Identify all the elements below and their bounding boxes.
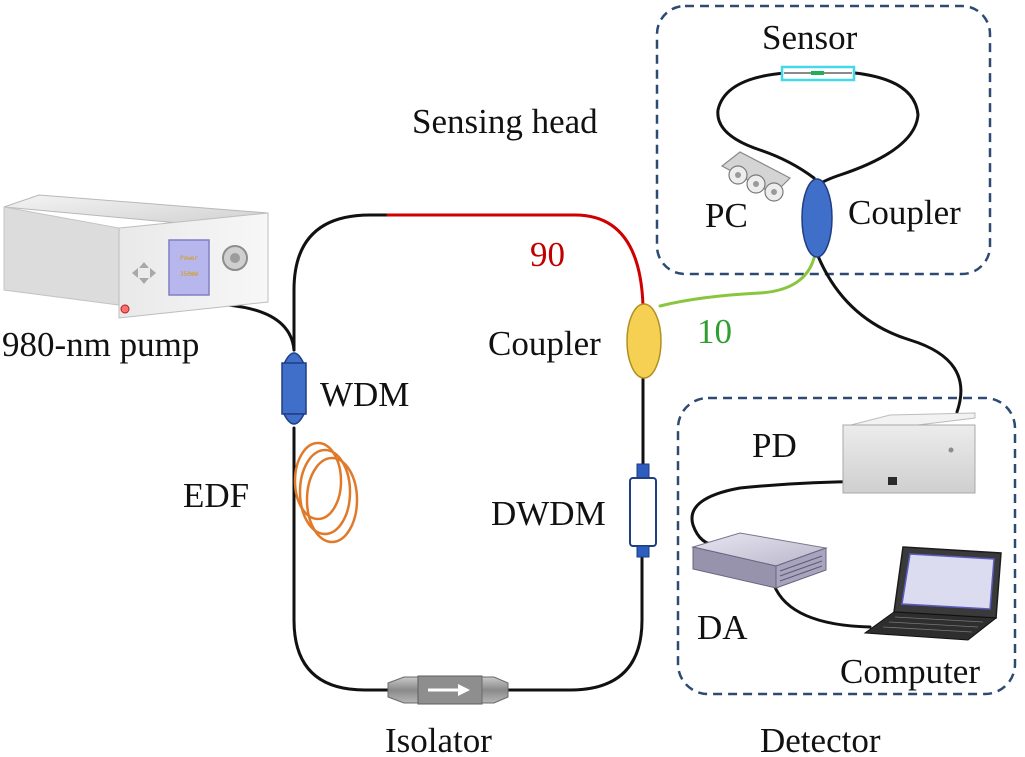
laptop-icon	[863, 546, 1002, 641]
da-vents	[779, 555, 823, 582]
dwdm-connector-top	[636, 463, 650, 479]
isolator-left-cap	[387, 676, 419, 704]
label-da: DA	[697, 608, 748, 647]
isolator-component	[387, 675, 509, 705]
pump-display	[168, 239, 210, 296]
data-acquisition-device	[691, 532, 828, 589]
label-split-90: 90	[530, 235, 565, 274]
sensor-coupler	[801, 178, 833, 258]
fiber-wdm-to-isolator	[292, 426, 390, 692]
pump-display-line1: Power	[180, 255, 198, 262]
dwdm-body	[629, 477, 657, 547]
sensing-head-box	[655, 4, 992, 276]
label-dwdm: DWDM	[491, 494, 606, 533]
label-pd: PD	[752, 426, 797, 465]
label-pump: 980-nm pump	[2, 325, 199, 364]
pump-display-line2: 350mW	[180, 271, 198, 278]
pd-port	[888, 477, 897, 485]
label-sensing-head: Sensing head	[412, 102, 598, 141]
laptop-keyboard	[863, 611, 998, 641]
main-coupler	[626, 303, 662, 379]
label-sensor: Sensor	[762, 18, 858, 57]
fiber-ring	[123, 71, 963, 692]
isolator-direction-arrow-icon	[428, 684, 470, 696]
pump-side-face	[3, 206, 120, 306]
photodetector-device	[842, 412, 976, 494]
polarization-controller-icon	[720, 151, 792, 202]
laptop-screen	[901, 553, 995, 610]
fiber-90-output	[386, 213, 645, 308]
sensor-component	[780, 65, 856, 82]
fiber-isolator-to-dwdm	[506, 555, 644, 692]
sensor-grating	[811, 71, 824, 75]
label-split-10: 10	[697, 312, 732, 351]
label-wdm: WDM	[320, 375, 409, 414]
detector-box	[676, 396, 1017, 696]
fiber-wdm-to-90	[292, 213, 390, 352]
label-edf: EDF	[183, 476, 249, 515]
laptop-keys	[882, 616, 984, 633]
wdm-body	[281, 362, 307, 415]
label-coupler-sensor: Coupler	[848, 193, 961, 232]
cable-da-to-computer	[772, 583, 872, 629]
fiber-10-output	[658, 256, 816, 308]
pump-laser: Power 350mW	[3, 194, 269, 319]
pump-arrow-pad-icon	[132, 262, 156, 284]
label-detector: Detector	[760, 721, 881, 757]
fiber-pd-to-da	[690, 480, 895, 547]
pump-knob-inner	[230, 253, 240, 263]
dwdm-component	[629, 463, 657, 558]
dwdm-connector-bottom	[636, 545, 650, 558]
label-isolator: Isolator	[385, 721, 492, 757]
label-coupler-main: Coupler	[488, 324, 601, 363]
label-computer: Computer	[840, 652, 980, 691]
fiber-coupler-to-pd	[816, 254, 963, 414]
pd-indicator	[948, 447, 954, 453]
label-pc: PC	[705, 196, 748, 235]
pump-output-port	[120, 304, 130, 314]
pd-body	[842, 424, 976, 494]
isolator-right-cap	[481, 676, 509, 704]
wdm-cap-bottom	[282, 413, 306, 425]
wdm-component	[281, 352, 307, 425]
edf-coil-icon	[293, 441, 359, 544]
